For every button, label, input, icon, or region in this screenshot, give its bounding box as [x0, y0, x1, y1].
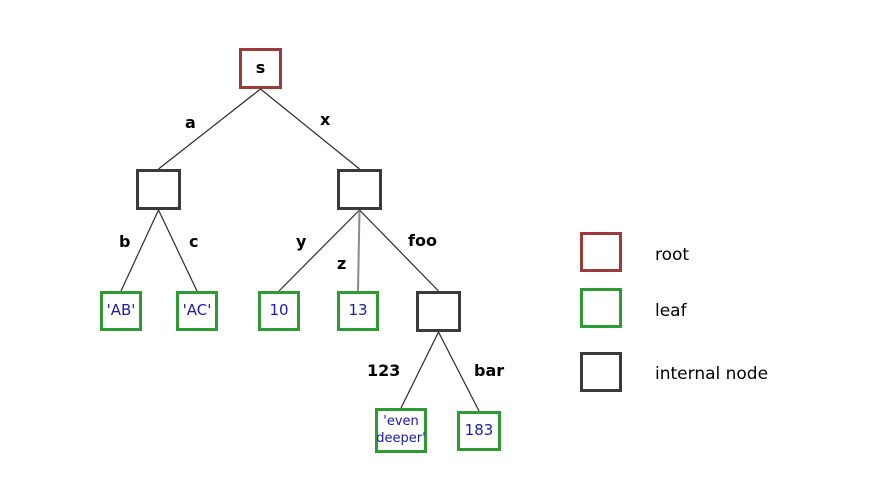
edge-label-z: z — [337, 254, 347, 273]
edge-label-foo: foo — [408, 231, 437, 250]
edge-label-b: b — [119, 232, 131, 251]
tree-node-ten[interactable]: 10 — [258, 291, 300, 331]
legend-label-internal: internal node — [655, 364, 769, 384]
tree-node-foo[interactable] — [416, 291, 461, 332]
tree-edge-root-a — [158, 88, 261, 170]
edge-label-a: a — [185, 113, 196, 132]
edge-label-y: y — [296, 232, 307, 251]
edge-label-c: c — [189, 232, 199, 251]
tree-edge-x-foo — [359, 209, 439, 292]
tree-node-one83[interactable]: 183 — [457, 411, 501, 451]
legend-swatch-leaf — [580, 288, 622, 328]
tree-node-root[interactable]: s — [239, 48, 282, 89]
tree-edge-root-x — [260, 88, 360, 170]
tree-edge-foo-even — [400, 331, 440, 409]
tree-node-ac[interactable]: 'AC' — [176, 291, 218, 331]
tree-edge-x-thirteen — [357, 209, 361, 292]
edge-label-x: x — [320, 110, 331, 129]
legend-swatch-root — [580, 232, 622, 272]
edge-label-bar: bar — [474, 361, 505, 380]
tree-node-ab[interactable]: 'AB' — [100, 291, 142, 331]
edge-label-123: 123 — [367, 361, 401, 380]
legend-swatch-internal — [580, 352, 622, 392]
legend-label-root: root — [655, 245, 690, 265]
legend-label-leaf: leaf — [655, 301, 687, 321]
tree-edge-foo-one83 — [437, 331, 480, 412]
tree-node-x[interactable] — [337, 169, 382, 210]
tree-node-a[interactable] — [136, 169, 181, 210]
tree-edge-x-ten — [278, 209, 360, 292]
tree-node-thirteen[interactable]: 13 — [337, 291, 379, 331]
